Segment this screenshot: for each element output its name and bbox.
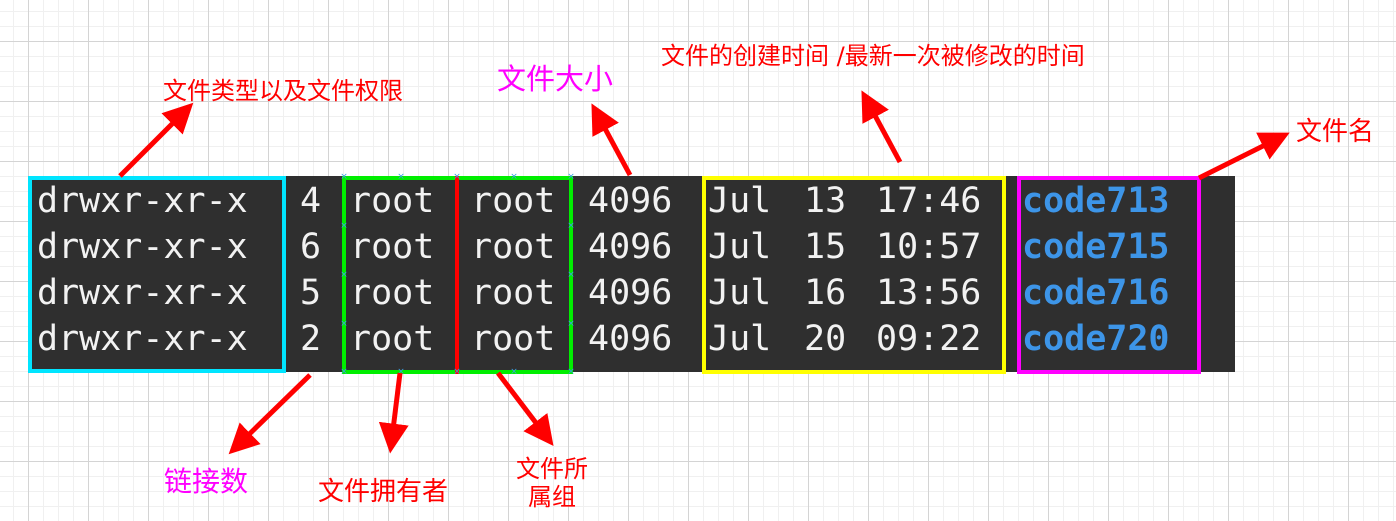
selection-handle-icon[interactable]: × <box>340 172 348 182</box>
ls-row: drwxr-xr-x 6 root root 4096 Jul 15 10:57… <box>28 224 1170 270</box>
file-name: code713 <box>1022 181 1170 221</box>
group: root <box>471 227 556 267</box>
selection-handle-icon[interactable]: × <box>397 172 405 182</box>
time: 17:46 <box>876 181 982 221</box>
selection-handle-icon[interactable]: × <box>567 172 575 182</box>
arrow-size <box>591 103 633 177</box>
day: 16 <box>804 273 847 313</box>
selection-handle-icon[interactable]: × <box>567 221 575 231</box>
arrow-filename <box>1197 132 1290 181</box>
month: Jul <box>708 181 772 221</box>
selection-handle-icon[interactable]: × <box>397 367 405 377</box>
label-group: 文件所 属组 <box>516 455 588 511</box>
owner-group-divider <box>455 176 459 374</box>
time: 09:22 <box>876 319 982 359</box>
label-file-type-permissions: 文件类型以及文件权限 <box>163 77 403 105</box>
permissions: drwxr-xr-x <box>37 273 248 313</box>
label-group-line1: 文件所 <box>516 455 588 483</box>
time-highlight-box <box>702 176 1006 374</box>
selection-handle-icon[interactable]: × <box>340 319 348 329</box>
time: 13:56 <box>876 273 982 313</box>
arrow-group <box>496 371 554 446</box>
month: Jul <box>708 227 772 267</box>
size: 4096 <box>588 181 673 221</box>
terminal-ls-output: drwxr-xr-x 4 root root 4096 Jul 13 17:46… <box>28 176 1235 372</box>
owner: root <box>350 181 435 221</box>
file-name: code716 <box>1022 273 1170 313</box>
selection-handle-icon[interactable]: × <box>453 172 461 182</box>
file-name: code720 <box>1022 319 1170 359</box>
permissions: drwxr-xr-x <box>37 227 248 267</box>
label-file-size: 文件大小 <box>497 62 614 96</box>
link-count: 6 <box>300 227 322 267</box>
link-count: 5 <box>300 273 322 313</box>
selection-handle-icon[interactable]: × <box>567 319 575 329</box>
time: 10:57 <box>876 227 982 267</box>
selection-handle-icon[interactable]: × <box>453 367 461 377</box>
arrow-time <box>861 90 903 164</box>
size: 4096 <box>588 319 673 359</box>
selection-handle-icon[interactable]: × <box>340 270 348 280</box>
filename-highlight-box <box>1017 176 1201 374</box>
selection-handle-icon[interactable]: × <box>510 367 518 377</box>
month: Jul <box>708 273 772 313</box>
arrow-owner <box>378 372 409 454</box>
ls-row: drwxr-xr-x 2 root root 4096 Jul 20 09:22… <box>28 316 1170 362</box>
arrow-link-count <box>228 373 312 455</box>
selection-handle-icon[interactable]: × <box>510 172 518 182</box>
permissions: drwxr-xr-x <box>37 181 248 221</box>
size: 4096 <box>588 273 673 313</box>
ls-row: drwxr-xr-x 4 root root 4096 Jul 13 17:46… <box>28 178 1170 224</box>
size: 4096 <box>588 227 673 267</box>
day: 15 <box>804 227 847 267</box>
arrow-permissions <box>118 102 194 178</box>
selection-handle-icon[interactable]: × <box>340 367 348 377</box>
group: root <box>471 319 556 359</box>
ls-row: drwxr-xr-x 5 root root 4096 Jul 16 13:56… <box>28 270 1170 316</box>
label-time: 文件的创建时间 /最新一次被修改的时间 <box>661 42 1085 70</box>
owner: root <box>350 319 435 359</box>
selection-handle-icon[interactable]: × <box>340 221 348 231</box>
label-group-line2: 属组 <box>528 483 576 511</box>
label-file-name: 文件名 <box>1296 117 1375 147</box>
link-count: 2 <box>300 319 322 359</box>
day: 20 <box>804 319 847 359</box>
selection-handle-icon[interactable]: × <box>567 367 575 377</box>
permissions: drwxr-xr-x <box>37 319 248 359</box>
owner: root <box>350 273 435 313</box>
group: root <box>471 181 556 221</box>
selection-handle-icon[interactable]: × <box>567 270 575 280</box>
link-count: 4 <box>300 181 322 221</box>
label-link-count: 链接数 <box>164 465 249 498</box>
label-owner: 文件拥有者 <box>318 477 449 507</box>
file-name: code715 <box>1022 227 1170 267</box>
owner: root <box>350 227 435 267</box>
permissions-highlight-box <box>28 176 286 373</box>
day: 13 <box>804 181 847 221</box>
month: Jul <box>708 319 772 359</box>
group: root <box>471 273 556 313</box>
